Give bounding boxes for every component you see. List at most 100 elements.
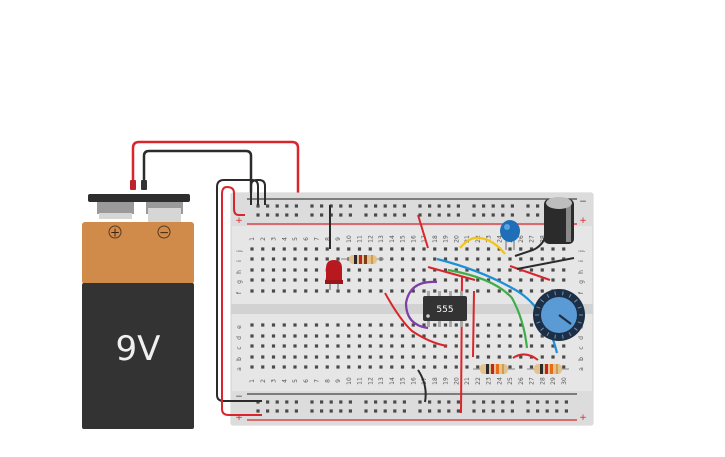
hole-j7[interactable] [314,247,319,251]
hole-j15[interactable] [400,247,405,251]
rail-top-positive-hole[interactable] [275,213,279,217]
rail-bottom-negative-hole[interactable] [383,400,387,404]
hole-i28[interactable] [540,257,544,261]
hole-b30[interactable] [562,355,566,359]
hole-e17[interactable] [422,323,426,327]
hole-g10[interactable] [347,278,351,282]
hole-g6[interactable] [304,278,308,282]
hole-h19[interactable] [443,268,448,272]
hole-b28[interactable] [540,355,544,359]
hole-d23[interactable] [486,334,491,338]
hole-i2[interactable] [261,257,265,261]
rail-top-negative-hole[interactable] [418,204,422,208]
rail-bottom-positive-hole[interactable] [310,409,314,413]
hole-j1[interactable] [250,247,254,251]
hole-c22[interactable] [476,344,480,348]
hole-g13[interactable] [379,278,383,282]
hole-h29[interactable] [551,268,555,272]
rail-top-positive-hole[interactable] [472,213,476,217]
hole-a5[interactable] [293,365,297,369]
hole-e3[interactable] [271,323,276,327]
hole-d28[interactable] [540,334,544,338]
hole-a3[interactable] [271,365,276,369]
hole-e11[interactable] [357,323,362,327]
hole-b19[interactable] [443,355,448,359]
hole-c17[interactable] [422,344,426,348]
hole-i6[interactable] [304,257,308,261]
hole-e7[interactable] [314,323,319,327]
rail-top-negative-hole[interactable] [329,204,333,208]
hole-d3[interactable] [271,334,276,338]
hole-c20[interactable] [454,344,458,348]
hole-g12[interactable] [368,278,372,282]
hole-e4[interactable] [282,323,286,327]
hole-g25[interactable] [508,278,512,282]
hole-g22[interactable] [476,278,480,282]
wire-red-top-a[interactable] [417,214,429,249]
hole-b3[interactable] [271,355,276,359]
rail-bottom-positive-hole[interactable] [329,409,333,413]
hole-g18[interactable] [433,278,437,282]
rail-bottom-negative-hole[interactable] [393,400,397,404]
resistor-led[interactable] [341,255,384,264]
hole-j30[interactable] [562,247,566,251]
hole-a6[interactable] [304,365,308,369]
hole-e24[interactable] [497,323,501,327]
hole-c5[interactable] [293,344,297,348]
hole-h16[interactable] [411,268,415,272]
hole-j28[interactable] [540,247,544,251]
hole-j21[interactable] [465,247,469,251]
hole-a12[interactable] [368,365,372,369]
hole-f20[interactable] [454,289,458,293]
hole-a8[interactable] [325,365,329,369]
hole-g29[interactable] [551,278,555,282]
hole-c7[interactable] [314,344,319,348]
hole-e12[interactable] [368,323,372,327]
wire-black-right-b[interactable] [516,257,575,270]
rail-top-negative-hole[interactable] [393,204,397,208]
hole-b9[interactable] [336,355,340,359]
hole-h4[interactable] [282,268,286,272]
rail-bottom-negative-hole[interactable] [501,400,505,404]
rail-bottom-negative-hole[interactable] [491,400,495,404]
hole-f6[interactable] [304,289,308,293]
rail-top-positive-hole[interactable] [402,213,406,217]
hole-d20[interactable] [454,334,458,338]
hole-a19[interactable] [443,365,448,369]
hole-f19[interactable] [443,289,448,293]
hole-i9[interactable] [336,257,340,261]
rail-top-negative-hole[interactable] [339,204,343,208]
hole-i23[interactable] [486,257,491,261]
hole-a18[interactable] [433,365,437,369]
battery-9v[interactable]: + − 9V [82,194,194,429]
rail-bottom-positive-hole[interactable] [545,409,549,413]
hole-h7[interactable] [314,268,319,272]
wire-red-left[interactable] [384,292,448,347]
rail-bottom-negative-hole[interactable] [510,400,514,404]
hole-i3[interactable] [271,257,276,261]
capacitor-electrolytic[interactable] [544,197,574,244]
hole-h22[interactable] [476,268,480,272]
hole-h21[interactable] [465,268,469,272]
hole-b5[interactable] [293,355,297,359]
ic-555[interactable]: 555 [423,291,467,327]
hole-b16[interactable] [411,355,415,359]
hole-e9[interactable] [336,323,340,327]
hole-i22[interactable] [476,257,480,261]
rail-bottom-negative-hole[interactable] [402,400,406,404]
hole-a21[interactable] [465,365,469,369]
rail-bottom-negative-hole[interactable] [456,400,460,404]
hole-f21[interactable] [465,289,469,293]
rail-top-negative-hole[interactable] [294,204,298,208]
hole-c24[interactable] [497,344,501,348]
hole-c14[interactable] [390,344,394,348]
hole-h17[interactable] [422,268,426,272]
hole-c30[interactable] [562,344,566,348]
hole-d18[interactable] [433,334,437,338]
hole-f13[interactable] [379,289,383,293]
hole-i26[interactable] [519,257,523,261]
hole-a14[interactable] [390,365,394,369]
hole-e20[interactable] [454,323,458,327]
hole-c9[interactable] [336,344,340,348]
rail-top-positive-hole[interactable] [510,213,514,217]
